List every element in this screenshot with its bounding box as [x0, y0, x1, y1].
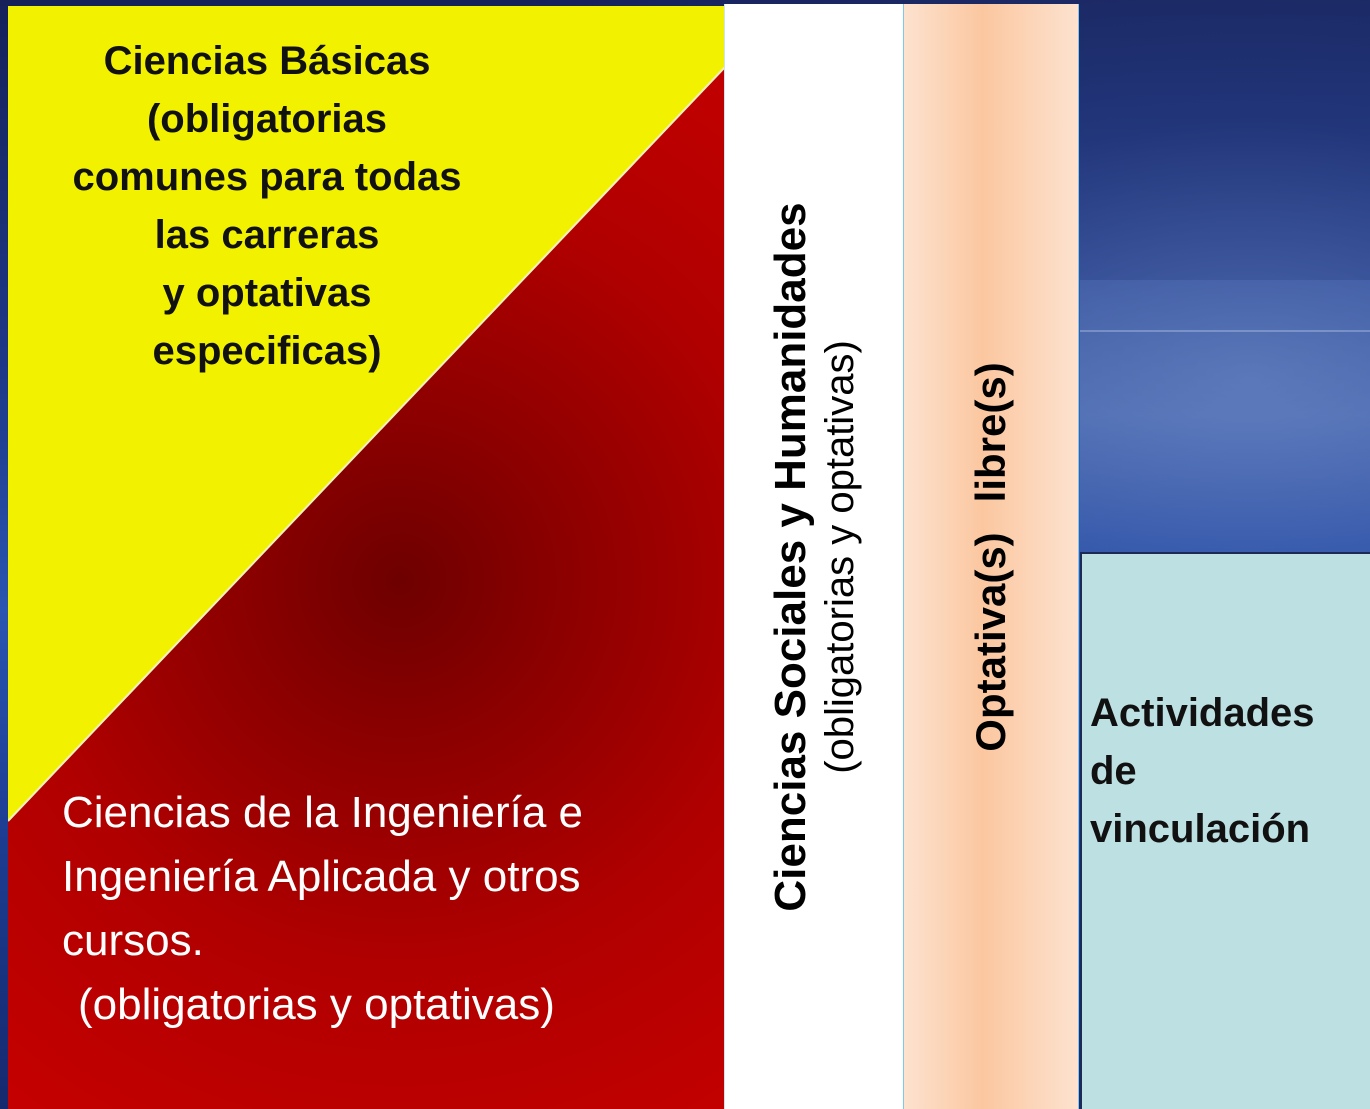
ciencias-basicas-label: Ciencias Básicas (obligatorias comunes p… [28, 32, 506, 380]
sociales-title: Ciencias Sociales y Humanidades [766, 201, 815, 912]
optativas-part1: Optativa(s) [967, 531, 1014, 752]
optativas-part2: libre(s) [967, 361, 1014, 502]
background-photo [1080, 280, 1370, 550]
ingenieria-line: (obligatorias y optativas) [78, 980, 555, 1029]
ciencias-sociales-column: Ciencias Sociales y Humanidades (obligat… [724, 4, 904, 1109]
ingenieria-line: cursos. [62, 916, 204, 965]
sociales-subtitle: (obligatorias y optativas) [818, 339, 862, 774]
basicas-line: Ciencias Básicas [103, 39, 431, 83]
basicas-line: especificas) [152, 329, 382, 373]
diagonal-divider [8, 65, 726, 822]
vinculacion-label: Actividades de vinculación [1090, 684, 1370, 858]
vinculacion-line: vinculación [1090, 807, 1311, 851]
background-divider [1080, 330, 1370, 332]
basicas-line: (obligatorias [146, 97, 388, 141]
optativas-libres-column: Optativa(s) libre(s) [904, 4, 1079, 1109]
ciencias-sociales-label: Ciencias Sociales y Humanidades (obligat… [765, 202, 863, 911]
vinculacion-line: de [1090, 749, 1137, 793]
optativas-libres-label: Optativa(s) libre(s) [966, 362, 1016, 751]
basicas-line: las carreras [154, 213, 380, 257]
actividades-vinculacion-box: Actividades de vinculación [1080, 552, 1370, 1109]
ingenieria-label: Ciencias de la Ingeniería e Ingeniería A… [62, 781, 722, 1037]
ciencias-basicas-panel: Ciencias Básicas (obligatorias comunes p… [8, 6, 726, 1109]
basicas-line: y optativas [162, 271, 372, 315]
ingenieria-line: Ciencias de la Ingeniería e [62, 788, 583, 837]
basicas-line: comunes para todas [72, 155, 462, 199]
vinculacion-line: Actividades [1090, 691, 1315, 735]
ingenieria-line: Ingeniería Aplicada y otros [62, 852, 581, 901]
